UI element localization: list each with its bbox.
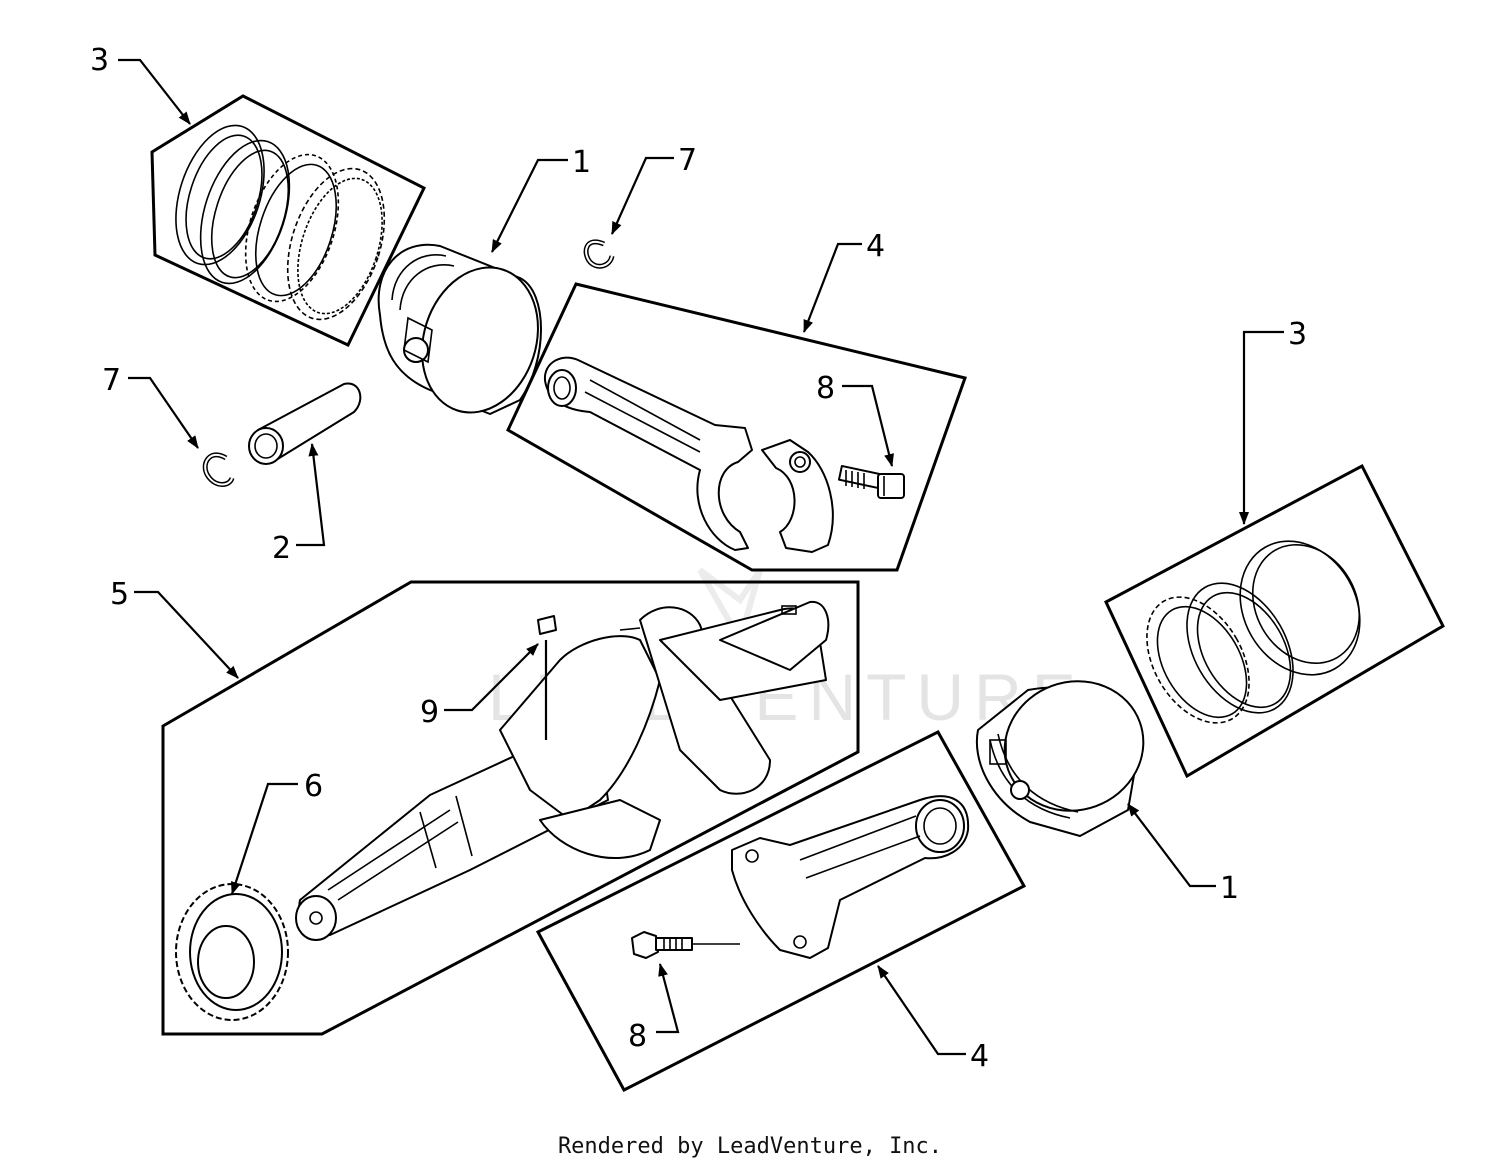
callout-crankshaft-assy[interactable]: 5 <box>110 577 129 612</box>
callout-bolt-top[interactable]: 8 <box>816 371 835 406</box>
bolt-top[interactable] <box>837 464 905 499</box>
piston-right[interactable] <box>975 662 1162 837</box>
connecting-rod-bottom[interactable] <box>535 730 1027 1092</box>
callout-piston-right[interactable]: 1 <box>1220 871 1239 906</box>
callout-key[interactable]: 9 <box>420 695 439 730</box>
piston-ring-set-top[interactable] <box>150 94 426 347</box>
callout-circlip-top[interactable]: 7 <box>678 143 697 178</box>
callout-conrod-top[interactable]: 4 <box>866 229 885 264</box>
connecting-rod-top[interactable] <box>506 282 967 572</box>
callout-circlip-left[interactable]: 7 <box>102 363 121 398</box>
circlip-top[interactable] <box>583 239 615 269</box>
callout-labels: 3 1 7 4 7 8 2 5 9 6 3 1 8 4 <box>90 43 1307 1074</box>
callout-leaders <box>118 58 1284 1056</box>
footer-credit: Rendered by LeadVenture, Inc. <box>557 1134 943 1159</box>
woodruff-key[interactable] <box>537 615 557 635</box>
piston-top[interactable] <box>377 243 556 428</box>
callout-piston-top[interactable]: 1 <box>572 145 591 180</box>
piston-ring-set-right[interactable] <box>1104 463 1445 779</box>
crankshaft-assembly[interactable] <box>161 580 860 1036</box>
circlip-left[interactable] <box>202 452 235 487</box>
callout-gear[interactable]: 6 <box>304 769 323 804</box>
callout-piston-pin[interactable]: 2 <box>272 531 291 566</box>
crankshaft-gear[interactable] <box>175 883 289 1021</box>
callout-ring-set-right[interactable]: 3 <box>1288 317 1307 352</box>
callout-ring-set-top[interactable]: 3 <box>90 43 109 78</box>
callout-bolt-bottom[interactable]: 8 <box>628 1019 647 1054</box>
bolt-bottom[interactable] <box>631 931 740 959</box>
callout-conrod-bottom[interactable]: 4 <box>970 1039 989 1074</box>
piston-pin[interactable] <box>248 382 362 465</box>
